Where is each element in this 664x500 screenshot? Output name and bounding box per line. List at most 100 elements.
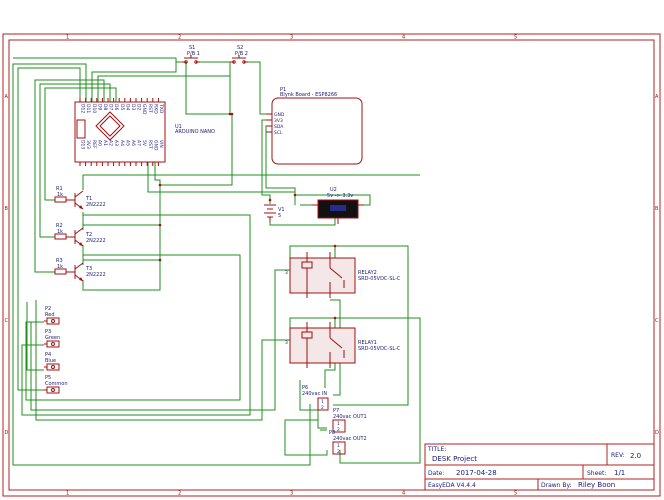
relay1-ref: RELAY1 — [358, 340, 377, 346]
p7-pin-1: 1 — [337, 421, 340, 427]
resistor-r1: R1 1k — [54, 186, 75, 203]
transistor-t1: T1 2N2222 — [74, 190, 106, 210]
p7-value: 240vac OUT1 — [333, 414, 367, 420]
drawn-by-label: Drawn By: — [541, 482, 572, 489]
p6-value: 240vac IN — [302, 391, 327, 397]
t1-value: 2N2222 — [86, 202, 106, 208]
software-label: EasyEDA V4.4.4 — [428, 482, 476, 489]
nano-top-pin-label: D7 — [108, 104, 114, 110]
nano-bottom-pin-label: A2 — [108, 140, 114, 146]
relay-1: 3 RELAY1 SRD-05VDC-SL-C — [285, 322, 401, 368]
u1-ref: U1 — [175, 124, 182, 130]
battery-v1: V1 5 — [264, 204, 285, 222]
r3-ref: R3 — [56, 258, 63, 264]
nano-top-pin-label: D9 — [96, 104, 102, 110]
nano-top-pin-label: TXD — [158, 103, 164, 114]
date-label: Date: — [428, 470, 444, 477]
sheet-value: 1/1 — [614, 469, 625, 477]
relay2-pin-3: 3 — [285, 270, 288, 276]
transistor-t2: T2 2N2222 — [74, 227, 106, 247]
nano-bottom-pin-label: A6 — [130, 140, 136, 146]
rev-label: REV: — [611, 452, 625, 459]
title-label: TITLE: — [427, 446, 446, 453]
drawn-by-value: Riley Boon — [578, 481, 615, 489]
resistor-r2: R2 1k — [54, 223, 75, 240]
p3-value: Green — [45, 335, 60, 341]
nano-bottom-pin-label: REF — [91, 140, 97, 149]
r3-value: 1k — [57, 264, 63, 270]
p5-value: Common — [45, 381, 68, 387]
nano-bottom-pin-label: D13 — [80, 140, 86, 149]
r2-ref: R2 — [56, 223, 63, 229]
date-value: 2017-04-28 — [456, 469, 497, 477]
grid-row-a-right: A — [655, 94, 659, 100]
grid-row-b-left: B — [5, 206, 9, 212]
blynk-board-p1: P1 Blynk Board - ESP8266 GND 3V3 SDA SCL — [266, 87, 363, 165]
grid-col-5-top: 5 — [514, 35, 517, 41]
grid-col-1-top: 1 — [66, 35, 69, 41]
grid-row-b-right: B — [655, 206, 659, 212]
nano-bottom-pin-label: A7 — [136, 140, 142, 146]
regulator-u2: U2 5v -> 3.3v — [312, 187, 364, 224]
p8-value: 240vac OUT2 — [333, 436, 367, 442]
rev-value: 2.0 — [630, 452, 641, 460]
nano-top-pin-label: RST — [147, 104, 153, 113]
nano-top-pin-label: D8 — [102, 104, 108, 110]
relay2-value: SRD-05VDC-SL-C — [358, 276, 401, 282]
nano-bottom-pin-label: 3V3 — [85, 140, 91, 149]
grid-labels: 1 2 3 4 5 1 2 3 4 5 A B C D A B C D — [5, 35, 660, 497]
p8-ref: P8 — [329, 430, 335, 436]
s2-value: P/B 2 — [235, 51, 248, 57]
p3-ref: P3 — [45, 329, 51, 335]
connector-p8: 1 2 P8 240vac OUT2 — [329, 430, 367, 455]
sheet-label: Sheet: — [587, 470, 606, 477]
grid-col-1-bottom: 1 — [66, 491, 69, 497]
nano-bottom-pin-label: A5 — [124, 140, 130, 146]
nano-top-pin-label: D10 — [91, 104, 97, 113]
p1-pin-3v3: 3V3 — [274, 118, 283, 124]
p4-ref: P4 — [45, 352, 51, 358]
grid-row-c-right: C — [655, 318, 659, 324]
nano-bottom-pin-label: VIN — [158, 140, 164, 148]
grid-col-4-bottom: 4 — [402, 491, 405, 497]
grid-col-3-bottom: 3 — [290, 491, 293, 497]
nano-bottom-pin-label: GND — [152, 140, 158, 151]
t3-ref: T3 — [85, 266, 92, 272]
connector-p7: 1 2 P7 240vac OUT1 — [332, 408, 367, 433]
p7-ref: P7 — [333, 408, 339, 414]
grid-row-a-left: A — [5, 94, 9, 100]
nano-bottom-pin-label: A0 — [96, 140, 102, 146]
connector-p6: 1 2 P6 240vac IN — [302, 385, 329, 411]
switch-s1: S1 P/B 1 — [182, 45, 200, 64]
drawing-frame — [2, 33, 661, 497]
switch-s2: S2 P/B 2 — [230, 45, 248, 64]
p1-value: Blynk Board - ESP8266 — [280, 92, 337, 98]
wires — [12, 57, 421, 466]
t3-value: 2N2222 — [86, 272, 106, 278]
nano-top-pin-label: D12 — [80, 104, 86, 113]
nano-bottom-pin-label: RST — [147, 140, 153, 149]
nano-top-pin-label: RXD — [152, 104, 158, 114]
relay2-ref: RELAY2 — [358, 270, 377, 276]
connector-p2: P2 Red — [44, 306, 60, 325]
u2-ref: U2 — [330, 187, 337, 193]
title-block: TITLE: DESK Project REV: 2.0 Date: 2017-… — [424, 443, 655, 491]
p1-pin-sda: SDA — [274, 124, 284, 130]
v1-value: 5 — [278, 213, 281, 219]
nano-top-pin-label: GND — [141, 104, 147, 115]
nano-top-pin-label: D2 — [136, 104, 142, 110]
t2-value: 2N2222 — [86, 238, 106, 244]
t1-ref: T1 — [85, 196, 92, 202]
p2-ref: P2 — [45, 306, 51, 312]
p7-pin-2: 2 — [337, 427, 340, 433]
connector-p3: P3 Green — [44, 329, 60, 348]
u1-value: ARDUINO NANO — [175, 129, 215, 135]
nano-top-pin-label: D3 — [130, 104, 136, 110]
nano-top-pin-label: D4 — [124, 104, 130, 110]
relay1-value: SRD-05VDC-SL-C — [358, 346, 401, 352]
title-value: DESK Project — [432, 455, 477, 463]
